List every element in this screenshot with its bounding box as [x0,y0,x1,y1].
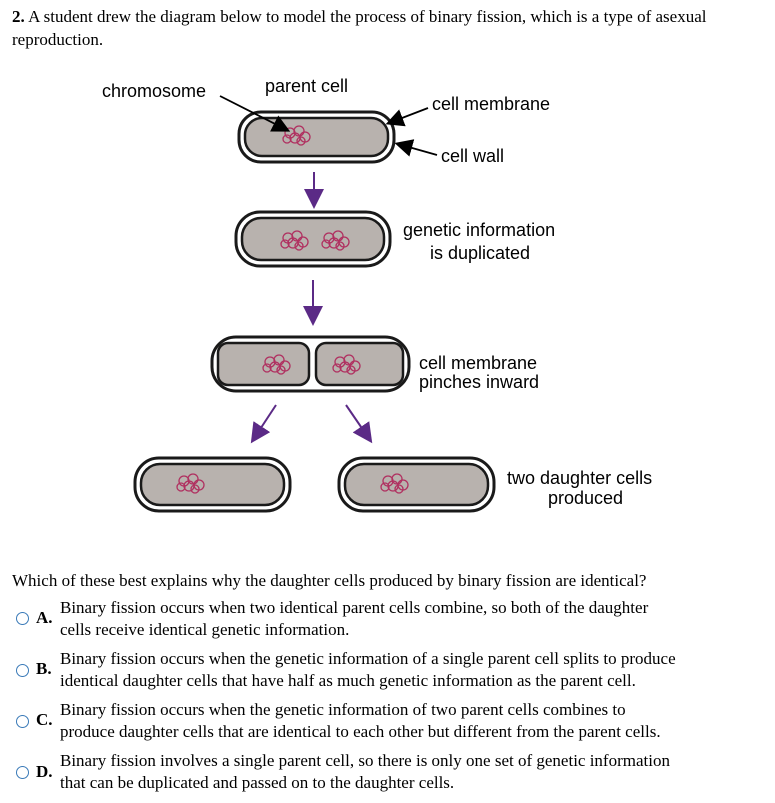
daughter-cell-right [337,456,496,513]
choice-c-line2: produce daughter cells that are identica… [60,722,661,741]
question-prompt: Which of these best explains why the dau… [12,571,647,590]
choice-c-line1: Binary fission occurs when the genetic i… [60,700,626,719]
pinching-cell [210,335,411,393]
choice-a[interactable]: A. Binary fission occurs when two identi… [14,597,764,643]
label-daughter-line2: produced [548,488,623,508]
choice-text-d[interactable]: Binary fission involves a single parent … [60,750,760,794]
choice-text-c[interactable]: Binary fission occurs when the genetic i… [60,699,760,743]
choice-letter-d: D. [36,762,53,781]
label-cell-membrane: cell membrane [432,94,550,114]
choice-letter-a: A. [36,608,53,627]
label-pinch-line2: pinches inward [419,372,539,392]
radio-button-d[interactable] [16,766,29,779]
label-genetic-line2: is duplicated [430,243,530,263]
choice-d-line1: Binary fission involves a single parent … [60,751,670,770]
cell-wall-pointer [394,139,438,157]
choice-a-line2: cells receive identical genetic informat… [60,620,350,639]
label-pinch-line1: cell membrane [419,353,537,373]
process-arrow-right [345,404,373,444]
choice-a-line1: Binary fission occurs when two identical… [60,598,649,617]
radio-button-b[interactable] [16,664,29,677]
duplicated-cell [234,210,392,268]
choice-b-line2: identical daughter cells that have half … [60,671,636,690]
choice-letter-b: B. [36,659,52,678]
label-genetic-line1: genetic information [403,220,555,240]
chromosome-pointer [219,95,291,132]
choice-c[interactable]: C. Binary fission occurs when the geneti… [14,699,764,745]
choice-b[interactable]: B. Binary fission occurs when the geneti… [14,648,764,694]
label-daughter-line1: two daughter cells [507,468,652,488]
choice-b-line1: Binary fission occurs when the genetic i… [60,649,676,668]
choice-text-b[interactable]: Binary fission occurs when the genetic i… [60,648,760,692]
choice-text-a[interactable]: Binary fission occurs when two identical… [60,597,760,641]
parent-cell [237,110,396,164]
daughter-cell-left [133,456,292,513]
process-arrow-left [250,404,277,444]
label-chromosome: chromosome [102,81,206,101]
binary-fission-diagram: chromosome parent cell cell membrane cel… [102,76,652,513]
cell-membrane-pointer [385,107,429,127]
choice-d-line2: that can be duplicated and passed on to … [60,773,455,792]
question-stem: 2. A student drew the diagram below to m… [12,5,762,51]
question-number: 2. [12,7,25,26]
choice-letter-c: C. [36,710,53,729]
radio-button-c[interactable] [16,715,29,728]
question-text: A student drew the diagram below to mode… [12,7,707,49]
choice-d[interactable]: D. Binary fission involves a single pare… [14,750,764,796]
label-parent-cell: parent cell [265,76,348,96]
radio-button-a[interactable] [16,612,29,625]
label-cell-wall: cell wall [441,146,504,166]
